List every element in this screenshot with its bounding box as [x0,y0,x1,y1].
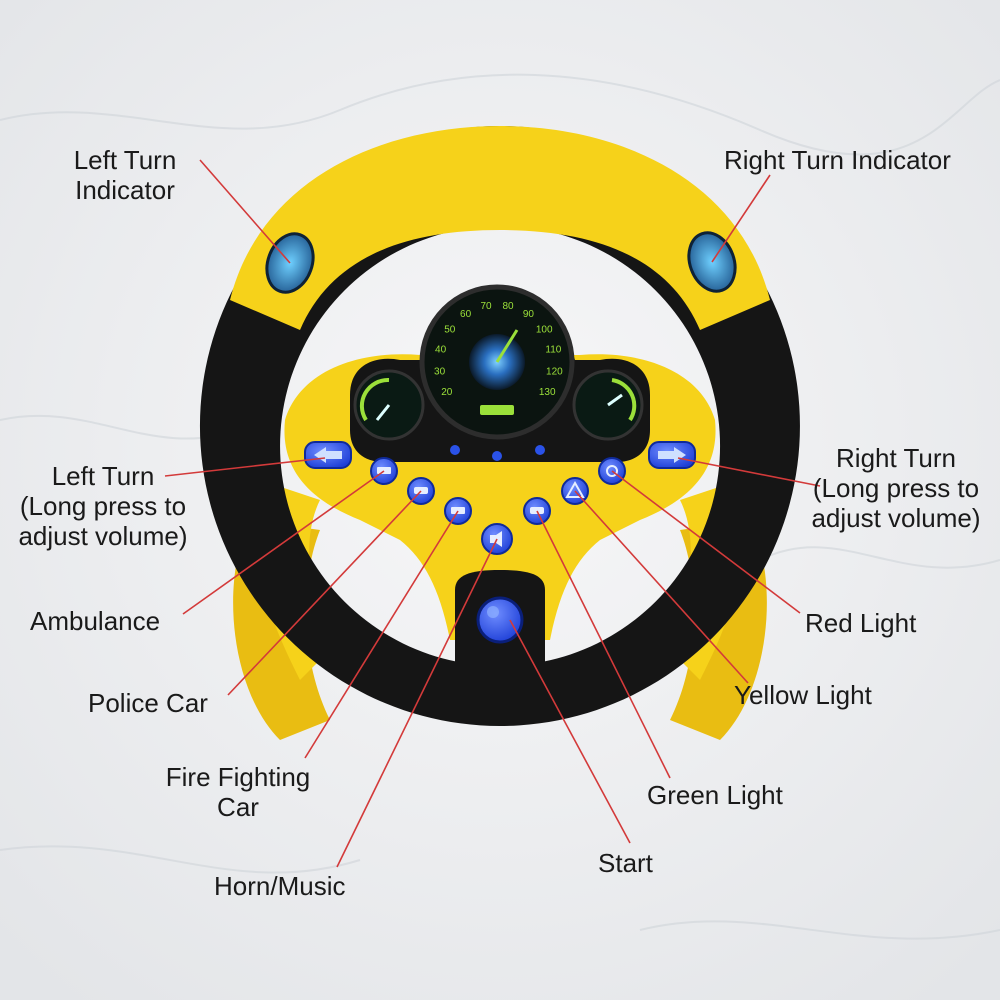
label-line: (Long press to [812,473,980,503]
label-line: Ambulance [30,606,161,636]
leader-green-light [536,510,671,779]
label-line: Start [598,848,653,878]
label-line: Left Turn [51,461,155,491]
right-turn-button[interactable] [648,441,696,469]
leader-horn-music [336,538,498,868]
left-gauge [353,369,425,441]
leader-lines [164,159,821,868]
speedometer-tick-label: 90 [523,309,535,320]
speedometer-tick-label: 60 [460,309,472,320]
leader-right-turn [677,457,821,487]
speedometer-tick-label: 80 [502,301,514,312]
speedometer-tick-label: 30 [434,366,446,377]
label-line: adjust volume) [18,521,188,551]
wheel-rim-top-yellow [230,126,770,330]
right-gauge [572,369,644,441]
fire-truck-icon [451,507,465,514]
dash-light [450,445,460,455]
label-horn-music: Horn/Music [214,871,345,901]
leader-left-turn [164,457,326,477]
marble-veins [0,73,1000,940]
leader-police-car [227,490,422,696]
label-line: (Long press to [19,491,187,521]
label-yellow-light: Yellow Light [734,680,872,710]
label-line: Green Light [647,780,783,810]
leader-yellow-light [574,490,749,684]
label-line: Right Turn [836,443,956,473]
label-red-light: Red Light [805,608,916,638]
left-turn-button[interactable] [304,441,352,469]
speedometer-tick-label: 50 [444,324,456,335]
speedometer-tick-label: 70 [480,301,492,312]
speedometer-tick-label: 40 [435,344,447,355]
leader-right-turn-indicator [711,174,771,263]
speedometer-tick-label: 120 [546,366,563,377]
speedometer-tick-label: 100 [536,324,553,335]
speedometer-tick-label: 20 [441,387,453,398]
wheel-rim [199,126,800,726]
label-line: Car [217,792,259,822]
label-left-turn: Left Turn (Long press to adjust volume) [0,461,206,551]
label-line: Right Turn Indicator [724,145,951,175]
start-button[interactable] [476,596,524,644]
leader-ambulance [182,470,385,615]
speedometer-tick-label: 110 [545,344,561,355]
label-right-turn-indicator: Right Turn Indicator [724,145,951,175]
label-line: Indicator [75,175,175,205]
label-line: Fire Fighting [165,762,311,792]
label-fire-fighting-car: Fire Fighting Car [150,762,326,822]
speedometer-display [480,405,514,415]
label-ambulance: Ambulance [30,606,160,636]
label-line: Police Car [88,688,208,718]
dash-light [535,445,545,455]
horn-icon [490,531,502,547]
car-icon [530,507,544,514]
leader-left-turn-indicator [199,159,291,264]
leader-red-light [611,470,801,614]
speedometer-tick-label: 130 [539,387,556,398]
ambulance-icon [377,467,391,474]
label-police-car: Police Car [88,688,208,718]
label-line: adjust volume) [811,503,981,533]
warning-triangle-icon [565,480,585,498]
label-line: Yellow Light [734,680,872,710]
label-right-turn: Right Turn (Long press to adjust volume) [794,443,998,533]
light-icon [606,465,618,477]
label-line: Red Light [805,608,917,638]
dash-light [492,451,502,461]
label-left-turn-indicator: Left Turn Indicator [55,145,195,205]
leader-fire-fighting-car [304,510,459,759]
label-line: Horn/Music [214,871,346,901]
label-line: Left Turn [73,145,177,175]
label-start: Start [598,848,653,878]
leader-start [509,619,631,844]
police-car-icon [414,487,428,494]
label-green-light: Green Light [647,780,783,810]
